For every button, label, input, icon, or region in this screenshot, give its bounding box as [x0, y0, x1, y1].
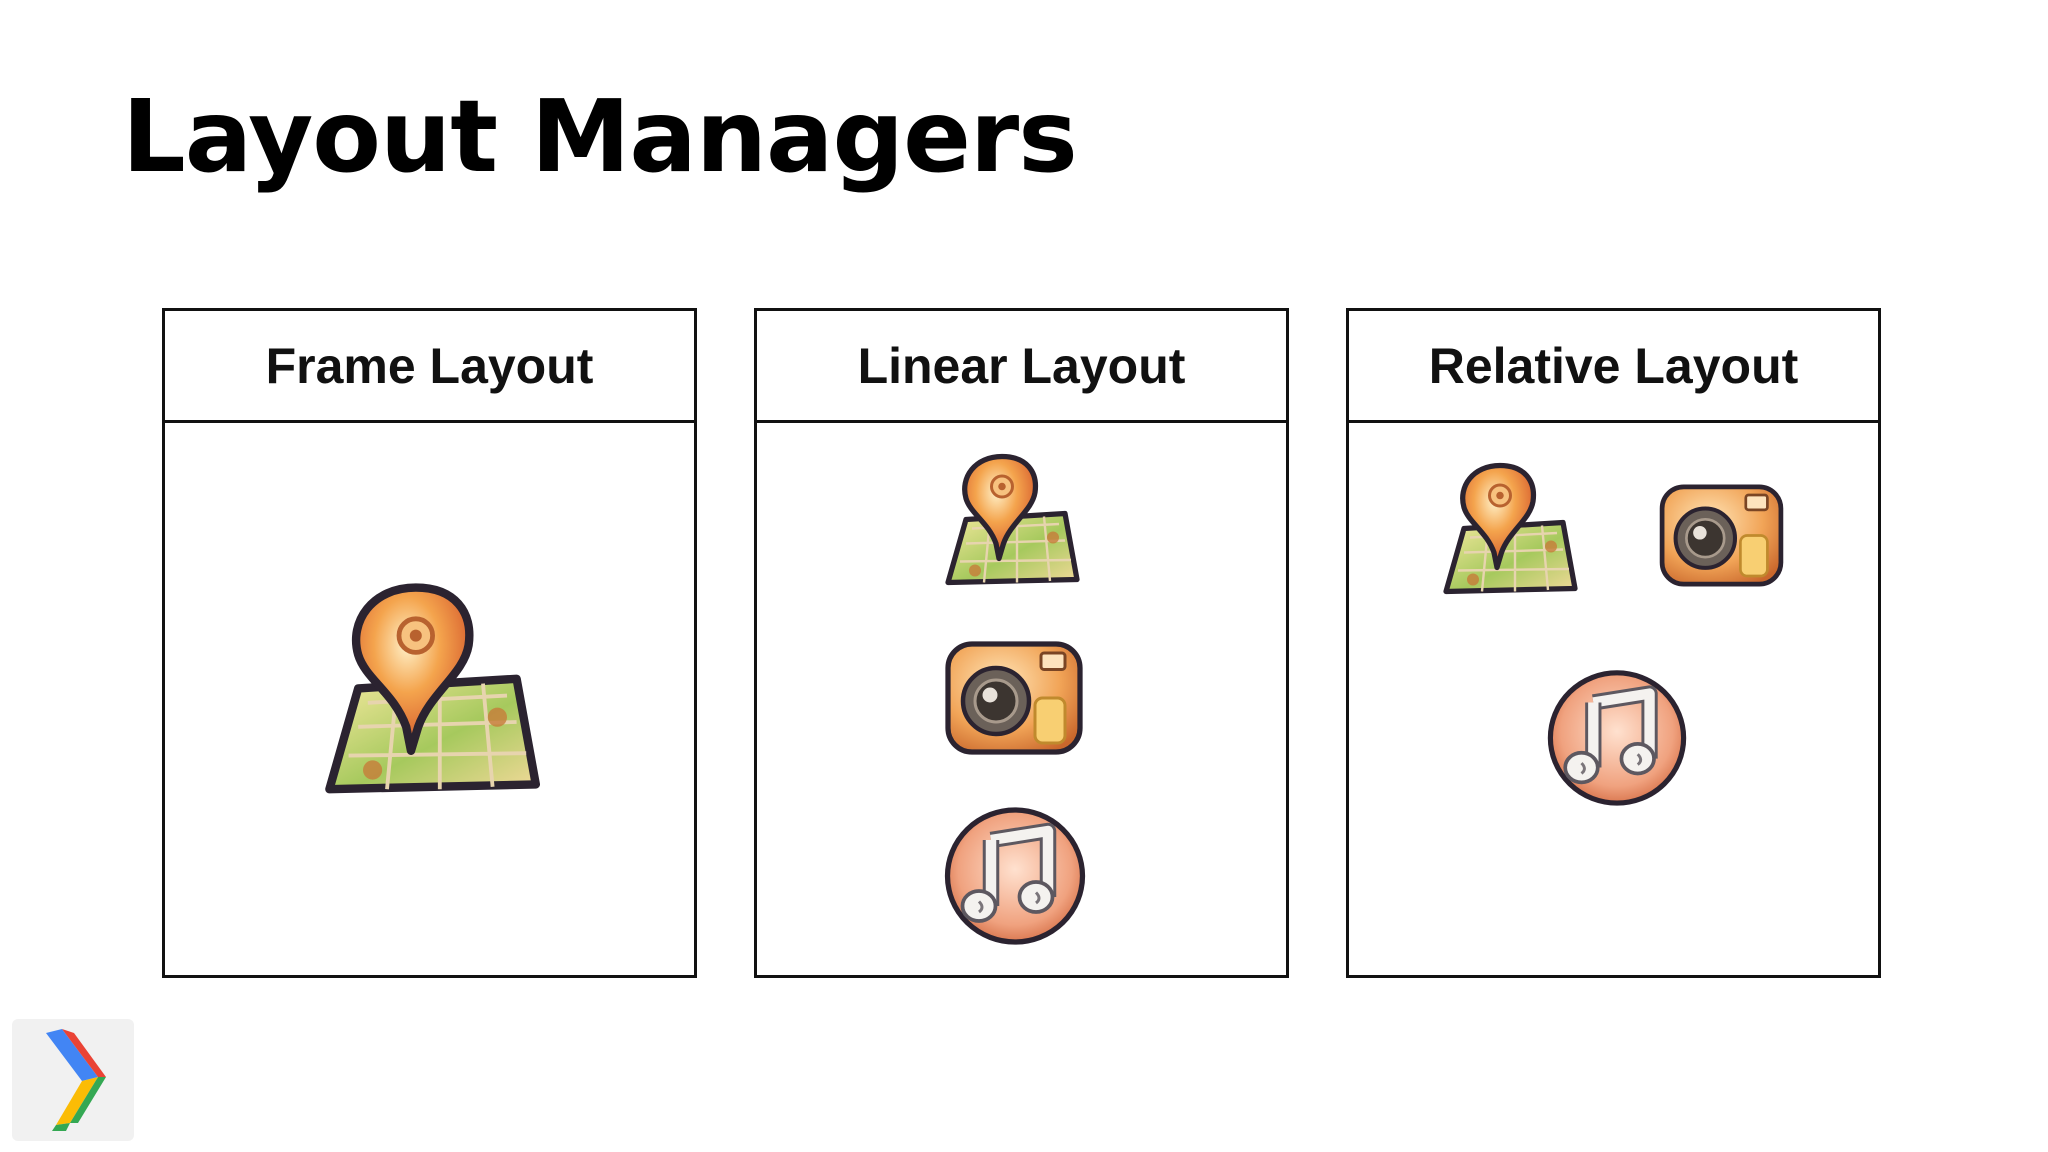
- map-pin-icon: [1437, 457, 1587, 612]
- panel-body: [165, 423, 694, 975]
- frame-layout-panel: Frame Layout: [162, 308, 697, 978]
- linear-layout-panel: Linear Layout: [754, 308, 1289, 978]
- panel-header: Linear Layout: [757, 311, 1286, 423]
- relative-layout-panel: Relative Layout: [1346, 308, 1881, 978]
- camera-icon: [1639, 468, 1804, 603]
- music-note-icon: [939, 798, 1091, 948]
- panel-body: [757, 423, 1286, 975]
- slide-title: Layout Managers: [122, 78, 1078, 195]
- panel-header: Relative Layout: [1349, 311, 1878, 423]
- music-note-icon: [1542, 661, 1692, 809]
- camera-icon: [934, 623, 1094, 773]
- developers-logo: [12, 1019, 134, 1141]
- panel-body: [1349, 423, 1878, 975]
- map-pin-icon: [315, 573, 555, 823]
- panel-header: Frame Layout: [165, 311, 694, 423]
- map-pin-icon: [939, 448, 1089, 603]
